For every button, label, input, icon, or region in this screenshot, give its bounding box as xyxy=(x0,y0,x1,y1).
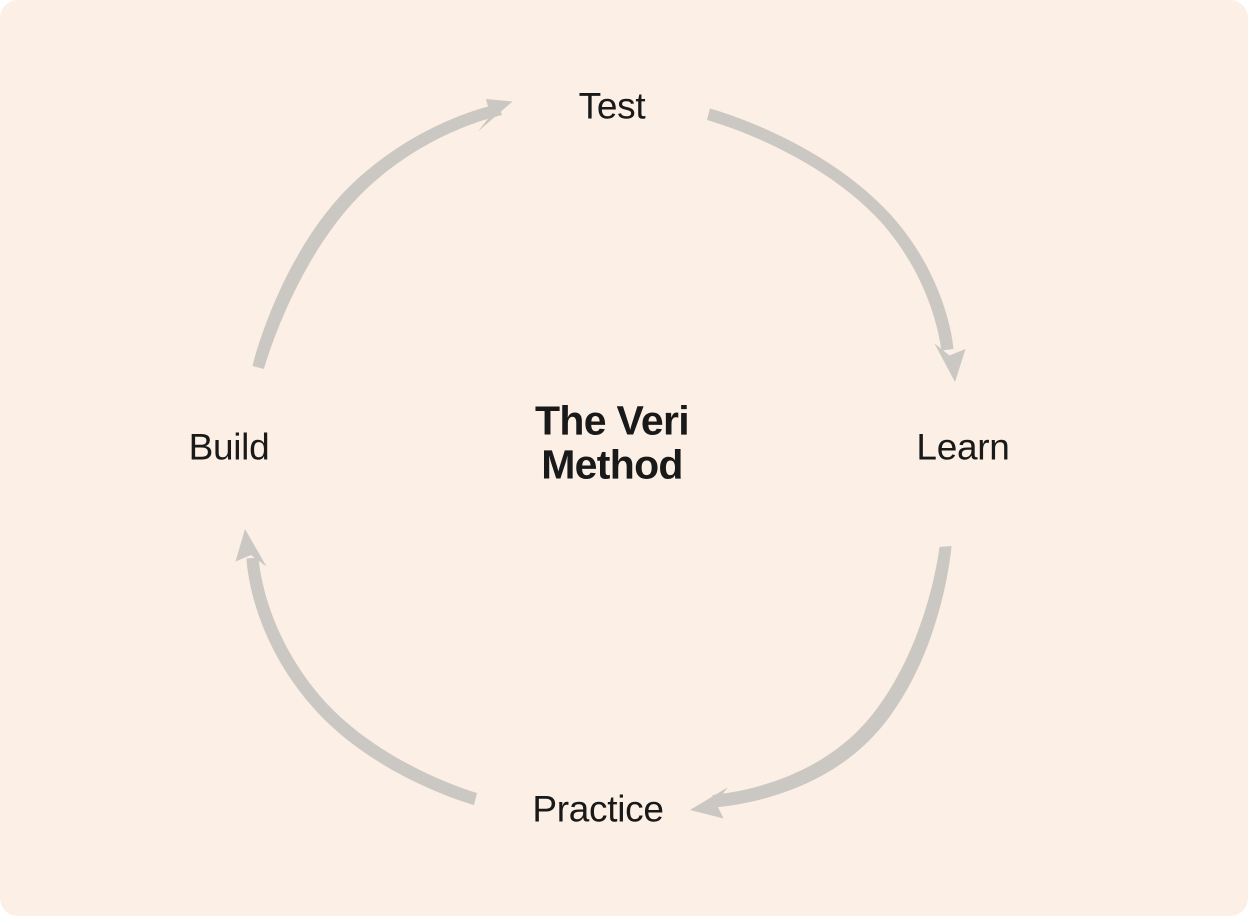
arrow-test-to-learn xyxy=(707,108,966,382)
node-label-practice[interactable]: Practice xyxy=(532,788,664,830)
arrow-practice-to-build-shaft xyxy=(246,557,477,805)
arrow-practice-to-build xyxy=(235,529,477,805)
arrow-learn-to-practice-head xyxy=(690,787,728,819)
arrow-build-to-test-head xyxy=(478,99,513,132)
node-label-learn[interactable]: Learn xyxy=(916,426,1010,468)
arrow-practice-to-build-head xyxy=(235,529,267,567)
arrow-build-to-test xyxy=(252,99,513,369)
center-title: The Veri Method xyxy=(535,397,690,488)
arrow-test-to-learn-head xyxy=(934,343,966,382)
node-label-test[interactable]: Test xyxy=(578,85,646,127)
arrow-test-to-learn-shaft xyxy=(707,108,954,351)
arrow-learn-to-practice-shaft xyxy=(712,546,952,808)
arrow-learn-to-practice xyxy=(690,546,952,819)
arrow-build-to-test-shaft xyxy=(252,104,502,369)
node-label-build[interactable]: Build xyxy=(188,426,270,468)
